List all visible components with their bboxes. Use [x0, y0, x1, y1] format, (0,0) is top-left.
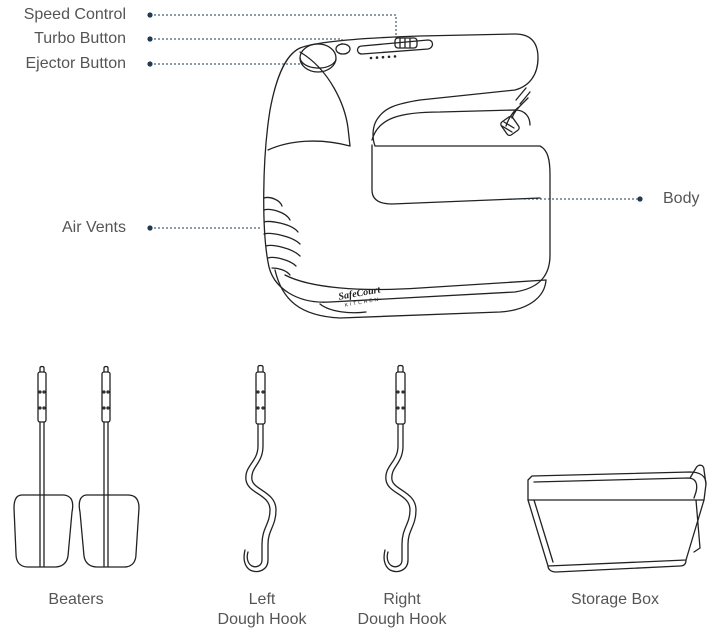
air-vents-dot [147, 225, 153, 231]
left-dough-hook-caption: Left Dough Hook [200, 590, 324, 630]
turbo-button-dot [147, 36, 153, 42]
cord [505, 97, 529, 127]
right-dough-hook-caption-line2: Dough Hook [357, 611, 447, 628]
turbo-button-label: Turbo Button [34, 30, 126, 47]
callout-leaders [150, 14, 640, 229]
right-dough-hook-caption-line1: Right [383, 591, 421, 608]
speed-control-leader [150, 14, 397, 38]
left-dough-hook-caption-line2: Dough Hook [217, 611, 307, 628]
turbo-button-shape [335, 43, 351, 55]
left-dough-hook [243, 364, 277, 573]
beaters-caption: Beaters [48, 591, 104, 608]
ejector-button-label: Ejector Button [25, 55, 127, 72]
turbo-button-leader [150, 38, 343, 44]
air-vents-label: Air Vents [61, 219, 126, 236]
left-dough-hook-caption-line1: Left [248, 591, 276, 608]
right-dough-hook-caption: Right Dough Hook [340, 590, 464, 630]
beater-left [13, 365, 74, 568]
dough-hooks [243, 364, 417, 573]
body-dot [637, 196, 643, 202]
storage-box-caption: Storage Box [570, 591, 660, 608]
speed-control-label: Speed Control [23, 6, 126, 23]
storage-box [527, 464, 707, 573]
ejector-button-dot [147, 61, 153, 67]
beater-right [78, 365, 140, 568]
mixer-body [263, 33, 551, 303]
hand-mixer [263, 33, 551, 319]
right-dough-hook [383, 364, 417, 573]
speed-control-dot [147, 12, 153, 18]
beaters [13, 365, 140, 568]
speed-control-slider [356, 39, 434, 55]
air-vents-shape [263, 196, 301, 276]
body-label: Body [663, 190, 700, 207]
